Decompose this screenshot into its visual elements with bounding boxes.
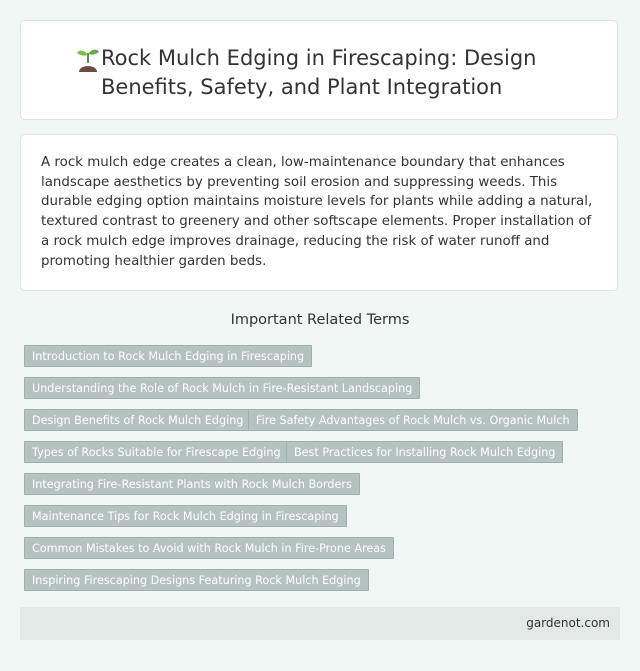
related-term-link[interactable]: Common Mistakes to Avoid with Rock Mulch… [24, 537, 394, 559]
related-term-link[interactable]: Fire Safety Advantages of Rock Mulch vs.… [248, 409, 578, 431]
page-title: Rock Mulch Edging in Firescaping: Design… [101, 46, 537, 99]
intro-card [20, 134, 618, 291]
footer-site-name: gardenot.com [526, 616, 610, 630]
related-terms-heading: Important Related Terms [230, 312, 410, 328]
sprout-icon [77, 49, 99, 72]
footer-bar: gardenot.com [20, 607, 620, 640]
intro-paragraph: A rock mulch edge creates a clean, low-m… [41, 155, 593, 269]
header-card [20, 20, 618, 120]
related-term-link[interactable]: Inspiring Firescaping Designs Featuring … [24, 569, 369, 591]
related-term-link[interactable]: Understanding the Role of Rock Mulch in … [24, 377, 421, 399]
related-term-link[interactable]: Maintenance Tips for Rock Mulch Edging i… [24, 505, 347, 527]
related-term-link[interactable]: Best Practices for Installing Rock Mulch… [286, 441, 564, 463]
related-term-link[interactable]: Introduction to Rock Mulch Edging in Fir… [24, 345, 313, 367]
related-term-link[interactable]: Integrating Fire-Resistant Plants with R… [24, 473, 360, 495]
related-term-link[interactable]: Types of Rocks Suitable for Firescape Ed… [24, 441, 289, 463]
related-term-link[interactable]: Design Benefits of Rock Mulch Edging [24, 409, 252, 431]
